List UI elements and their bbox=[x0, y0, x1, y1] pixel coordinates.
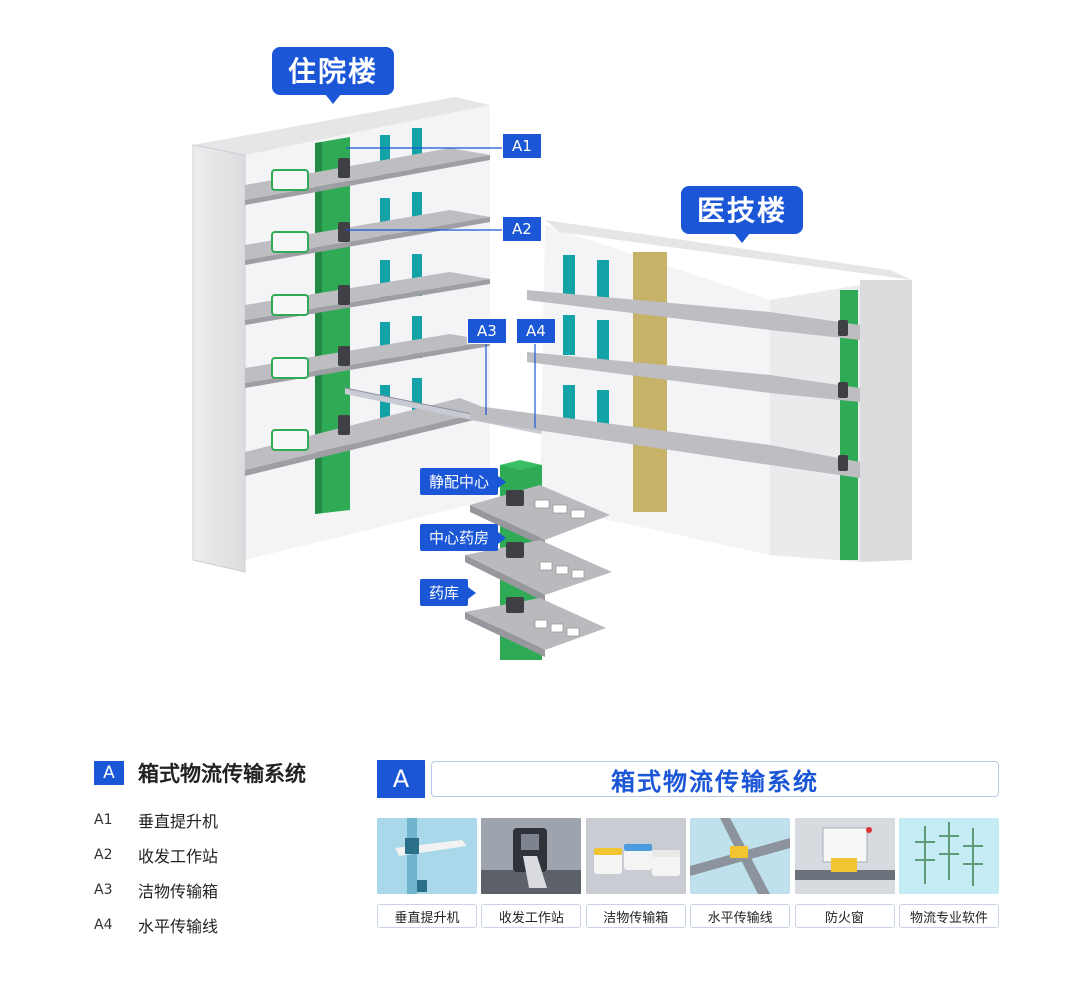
legend-item-label: 洁物传输箱 bbox=[138, 881, 219, 901]
component-card-conveyor: 水平传输线 bbox=[690, 818, 791, 928]
floor-label-pivas: 静配中心 bbox=[420, 468, 507, 495]
callout-a4: A4 bbox=[516, 318, 556, 344]
fire-window-photo bbox=[794, 818, 895, 894]
legend-item: A3 洁物传输箱 bbox=[94, 872, 354, 907]
callout-a1: A1 bbox=[502, 133, 542, 159]
component-card-software: 物流专业软件 bbox=[898, 818, 999, 928]
legend: A 箱式物流传输系统 A1 垂直提升机 A2 收发工作站 A3 洁物传输箱 A4… bbox=[94, 758, 354, 942]
component-caption: 物流专业软件 bbox=[898, 904, 999, 928]
legend-code-badge: A bbox=[94, 761, 124, 785]
component-card-firewindow: 防火窗 bbox=[794, 818, 895, 928]
leader-lines bbox=[346, 147, 536, 428]
component-panel: A 箱式物流传输系统 垂直提升机 收发工作站 bbox=[377, 760, 999, 928]
component-card-workstation: 收发工作站 bbox=[481, 818, 582, 928]
legend-item-code: A1 bbox=[94, 811, 113, 828]
component-card-lift: 垂直提升机 bbox=[377, 818, 477, 928]
legend-title: 箱式物流传输系统 bbox=[138, 762, 306, 786]
panel-title: 箱式物流传输系统 bbox=[431, 761, 999, 797]
component-caption: 垂直提升机 bbox=[377, 904, 477, 928]
legend-item-code: A4 bbox=[94, 916, 113, 933]
conveyor-photo bbox=[690, 818, 791, 894]
legend-item-code: A3 bbox=[94, 881, 113, 898]
medtech-building bbox=[470, 220, 912, 562]
legend-item-label: 收发工作站 bbox=[138, 846, 219, 866]
callout-a3: A3 bbox=[467, 318, 507, 344]
building-illustration bbox=[192, 97, 912, 660]
component-card-box: 洁物传输箱 bbox=[585, 818, 686, 928]
floor-label-central-pharmacy: 中心药房 bbox=[420, 524, 507, 551]
component-caption: 水平传输线 bbox=[690, 904, 791, 928]
component-caption: 洁物传输箱 bbox=[585, 904, 686, 928]
component-caption: 防火窗 bbox=[794, 904, 895, 928]
callout-a2: A2 bbox=[502, 216, 542, 242]
component-caption: 收发工作站 bbox=[481, 904, 582, 928]
transport-box-photo bbox=[585, 818, 686, 894]
logistics-software-photo bbox=[898, 818, 999, 894]
legend-item: A1 垂直提升机 bbox=[94, 802, 354, 837]
legend-item: A4 水平传输线 bbox=[94, 907, 354, 942]
vertical-lift-photo bbox=[377, 818, 477, 894]
pharmacy-tower bbox=[465, 460, 612, 660]
legend-item-label: 水平传输线 bbox=[138, 916, 219, 936]
legend-item-label: 垂直提升机 bbox=[138, 811, 219, 831]
floor-label-warehouse: 药库 bbox=[420, 579, 477, 606]
inpatient-building bbox=[192, 97, 490, 573]
legend-item: A2 收发工作站 bbox=[94, 837, 354, 872]
inpatient-building-label: 住院楼 bbox=[272, 47, 395, 104]
workstation-photo bbox=[481, 818, 582, 894]
legend-item-code: A2 bbox=[94, 846, 113, 863]
panel-code-badge: A bbox=[377, 760, 425, 798]
medtech-building-label: 医技楼 bbox=[681, 186, 804, 243]
